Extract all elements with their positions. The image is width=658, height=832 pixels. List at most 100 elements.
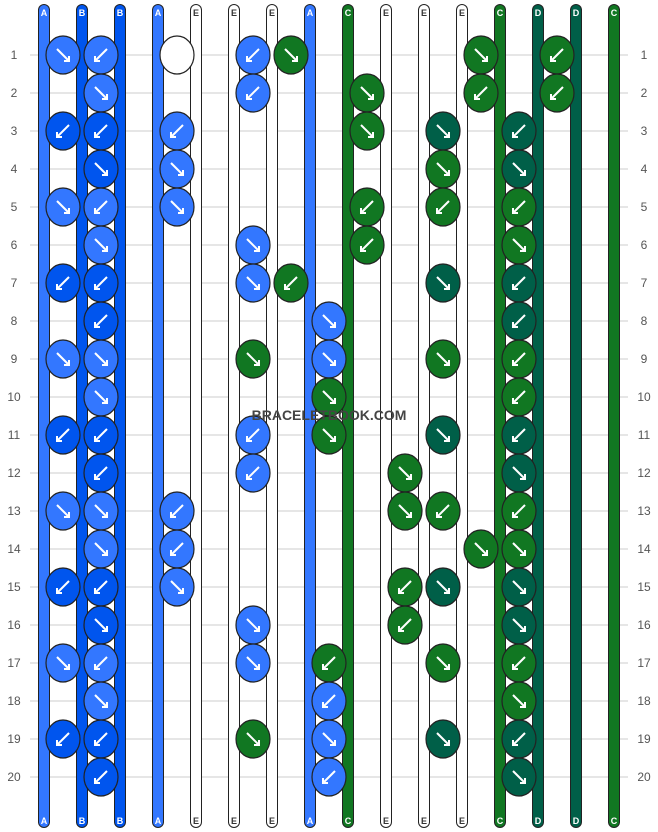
arrowhead-icon: [102, 398, 108, 404]
knot: [83, 73, 119, 113]
arrowhead-icon: [254, 360, 260, 366]
arrowhead-icon: [398, 588, 404, 594]
knot: [387, 491, 423, 531]
strand-label-bottom: C: [497, 816, 504, 826]
knot-arrow-se-icon: [512, 238, 526, 252]
knot-arrow-se-icon: [398, 466, 412, 480]
knot: [311, 415, 347, 455]
strand-label-top: A: [307, 8, 314, 18]
knot: [83, 301, 119, 341]
arrowhead-icon: [512, 132, 518, 138]
row-label-right: 18: [637, 694, 651, 708]
row-label-left: 4: [11, 162, 18, 176]
knot-arrow-se-icon: [322, 732, 336, 746]
strand-label-bottom: C: [345, 816, 352, 826]
knot-arrow-se-icon: [170, 200, 184, 214]
knot-arrow-sw-icon: [322, 656, 336, 670]
knot: [235, 719, 271, 759]
row-label-right: 1: [641, 48, 648, 62]
knot-arrow-se-icon: [398, 504, 412, 518]
knot: [501, 719, 537, 759]
row-label-left: 6: [11, 238, 18, 252]
knot-arrow-sw-icon: [284, 276, 298, 290]
knot-arrow-se-icon: [322, 428, 336, 442]
knot: [425, 111, 461, 151]
arrowhead-icon: [322, 702, 328, 708]
knot-arrow-se-icon: [436, 124, 450, 138]
knot: [349, 187, 385, 227]
knot-arrow-se-icon: [56, 504, 70, 518]
row-label-right: 9: [641, 352, 648, 366]
arrowhead-icon: [444, 588, 450, 594]
strand-label-top: E: [193, 8, 199, 18]
arrowhead-icon: [512, 360, 518, 366]
arrowhead-icon: [94, 436, 100, 442]
arrowhead-icon: [512, 740, 518, 746]
knot: [235, 339, 271, 379]
knot: [159, 111, 195, 151]
arrowhead-icon: [102, 550, 108, 556]
row-label-left: 11: [8, 428, 21, 442]
knot-arrow-se-icon: [56, 200, 70, 214]
knot-arrow-se-icon: [436, 732, 450, 746]
knot: [463, 73, 499, 113]
knot-arrow-se-icon: [246, 276, 260, 290]
row-label-right: 14: [637, 542, 651, 556]
strand-label-bottom: A: [307, 816, 314, 826]
arrowhead-icon: [322, 664, 328, 670]
strand-label-bottom: E: [421, 816, 427, 826]
knot: [83, 35, 119, 75]
arrowhead-icon: [102, 170, 108, 176]
knot: [235, 225, 271, 265]
knot-arrow-se-icon: [246, 732, 260, 746]
row-label-left: 3: [11, 124, 18, 138]
knot-arrow-se-icon: [56, 656, 70, 670]
row-label-right: 3: [641, 124, 648, 138]
knot-arrow-sw-icon: [246, 466, 260, 480]
arrowhead-icon: [94, 322, 100, 328]
knot-arrow-se-icon: [436, 580, 450, 594]
knot-arrow-sw-icon: [94, 770, 108, 784]
knot: [45, 35, 81, 75]
knot: [311, 719, 347, 759]
strand-label-top: A: [155, 8, 162, 18]
row-label-left: 8: [11, 314, 18, 328]
arrowhead-icon: [94, 208, 100, 214]
row-label-left: 19: [7, 732, 21, 746]
arrowhead-icon: [94, 740, 100, 746]
knot-arrow-se-icon: [94, 390, 108, 404]
knot-arrow-sw-icon: [512, 428, 526, 442]
arrowhead-icon: [330, 436, 336, 442]
knot: [159, 529, 195, 569]
arrowhead-icon: [520, 588, 526, 594]
arrowhead-icon: [330, 322, 336, 328]
arrowhead-icon: [178, 588, 184, 594]
strand-label-top: C: [497, 8, 504, 18]
row-label-right: 10: [637, 390, 651, 404]
knot-arrow-sw-icon: [398, 580, 412, 594]
arrowhead-icon: [254, 664, 260, 670]
knot-arrow-se-icon: [512, 542, 526, 556]
strand-label-bottom: B: [79, 816, 86, 826]
knot-arrow-sw-icon: [56, 276, 70, 290]
arrowhead-icon: [512, 512, 518, 518]
knot: [349, 73, 385, 113]
arrowhead-icon: [102, 626, 108, 632]
knot-arrow-sw-icon: [550, 86, 564, 100]
arrowhead-icon: [550, 94, 556, 100]
knot: [273, 35, 309, 75]
knot-arrow-se-icon: [436, 656, 450, 670]
knot-arrow-sw-icon: [512, 656, 526, 670]
strand-label-top: E: [383, 8, 389, 18]
knot-arrow-se-icon: [94, 162, 108, 176]
arrowhead-icon: [170, 56, 176, 62]
knot: [83, 757, 119, 797]
row-label-right: 20: [637, 770, 651, 784]
knot-arrow-sw-icon: [512, 200, 526, 214]
knot: [349, 111, 385, 151]
strand-label-bottom: E: [231, 816, 237, 826]
strand-label-bottom: E: [459, 816, 465, 826]
arrowhead-icon: [254, 246, 260, 252]
knot: [311, 681, 347, 721]
